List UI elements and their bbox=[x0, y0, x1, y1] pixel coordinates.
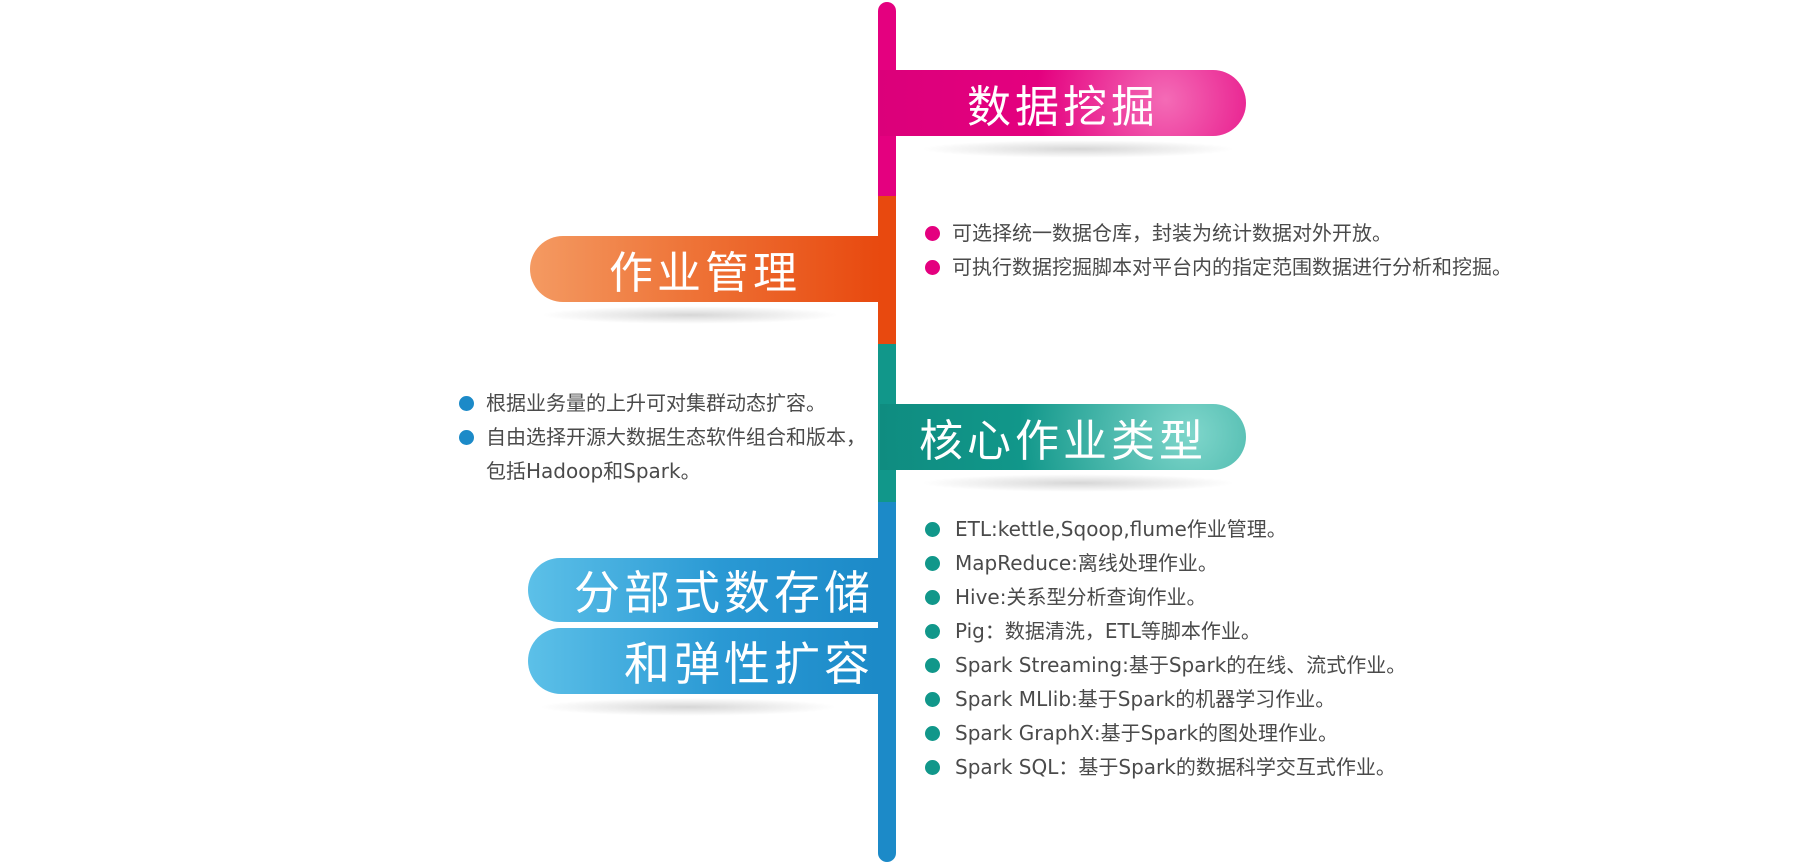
list-item: Hive:关系型分析查询作业。 bbox=[925, 580, 1625, 614]
list-item: Spark GraphX:基于Spark的图处理作业。 bbox=[925, 716, 1625, 750]
tab-core-job-types: 核心作业类型 bbox=[880, 404, 1246, 492]
list-item: MapReduce:离线处理作业。 bbox=[925, 546, 1625, 580]
tab-data-mining: 数据挖掘 bbox=[880, 70, 1246, 158]
tab-storage-line-2: 和弹性扩容 bbox=[528, 628, 878, 716]
list-item: 可选择统一数据仓库，封装为统计数据对外开放。 bbox=[925, 216, 1625, 250]
spine-segment-jobs bbox=[878, 196, 896, 346]
tab-job-management: 作业管理 bbox=[530, 236, 880, 324]
bullet-dot-icon bbox=[459, 430, 474, 445]
list-item: Spark Streaming:基于Spark的在线、流式作业。 bbox=[925, 648, 1625, 682]
bullet-dot-icon bbox=[925, 726, 940, 741]
list-item: 根据业务量的上升可对集群动态扩容。 bbox=[459, 386, 879, 420]
list-item: ETL:kettle,Sqoop,flume作业管理。 bbox=[925, 512, 1625, 546]
bullet-dot-icon bbox=[925, 522, 940, 537]
list-item: 自由选择开源大数据生态软件组合和版本，包括Hadoop和Spark。 bbox=[459, 420, 879, 488]
tab-storage-line-1: 分部式数存储 bbox=[528, 558, 878, 622]
list-item: Pig：数据清洗，ETL等脚本作业。 bbox=[925, 614, 1625, 648]
bullet-dot-icon bbox=[925, 556, 940, 571]
job-types-list: ETL:kettle,Sqoop,flume作业管理。 MapReduce:离线… bbox=[925, 512, 1625, 784]
bullet-dot-icon bbox=[925, 260, 940, 275]
bullet-dot-icon bbox=[925, 624, 940, 639]
scaling-points-list: 根据业务量的上升可对集群动态扩容。 自由选择开源大数据生态软件组合和版本，包括H… bbox=[459, 386, 879, 488]
bullet-dot-icon bbox=[925, 226, 940, 241]
spine-segment-storage bbox=[878, 502, 896, 862]
bullet-dot-icon bbox=[925, 760, 940, 775]
bullet-dot-icon bbox=[925, 590, 940, 605]
mining-points-list: 可选择统一数据仓库，封装为统计数据对外开放。 可执行数据挖掘脚本对平台内的指定范… bbox=[925, 216, 1625, 284]
list-item: Spark MLlib:基于Spark的机器学习作业。 bbox=[925, 682, 1625, 716]
bullet-dot-icon bbox=[925, 658, 940, 673]
list-item: Spark SQL：基于Spark的数据科学交互式作业。 bbox=[925, 750, 1625, 784]
list-item: 可执行数据挖掘脚本对平台内的指定范围数据进行分析和挖掘。 bbox=[925, 250, 1625, 284]
bullet-dot-icon bbox=[459, 396, 474, 411]
bullet-dot-icon bbox=[925, 692, 940, 707]
